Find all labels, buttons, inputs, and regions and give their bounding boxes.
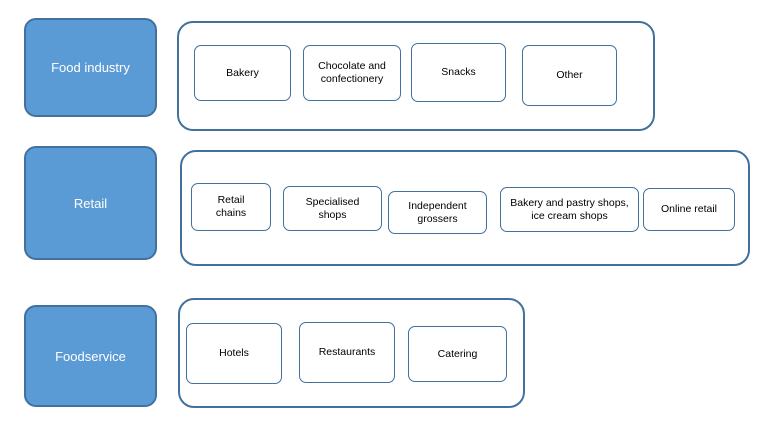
item-snacks: Snacks <box>411 43 506 102</box>
item-chocolate-confectionery: Chocolate and confectionery <box>303 45 401 101</box>
item-specialised-shops: Specialised shops <box>283 186 382 231</box>
item-online-retail: Online retail <box>643 188 735 231</box>
category-food-industry: Food industry <box>24 18 157 117</box>
item-other: Other <box>522 45 617 106</box>
item-bakery: Bakery <box>194 45 291 101</box>
category-foodservice: Foodservice <box>24 305 157 407</box>
item-hotels: Hotels <box>186 323 282 384</box>
item-restaurants: Restaurants <box>299 322 395 383</box>
category-retail: Retail <box>24 146 157 260</box>
item-independent-grossers: Independent grossers <box>388 191 487 234</box>
item-catering: Catering <box>408 326 507 382</box>
item-bakery-pastry-ice-cream: Bakery and pastry shops, ice cream shops <box>500 187 639 232</box>
item-retail-chains: Retail chains <box>191 183 271 231</box>
